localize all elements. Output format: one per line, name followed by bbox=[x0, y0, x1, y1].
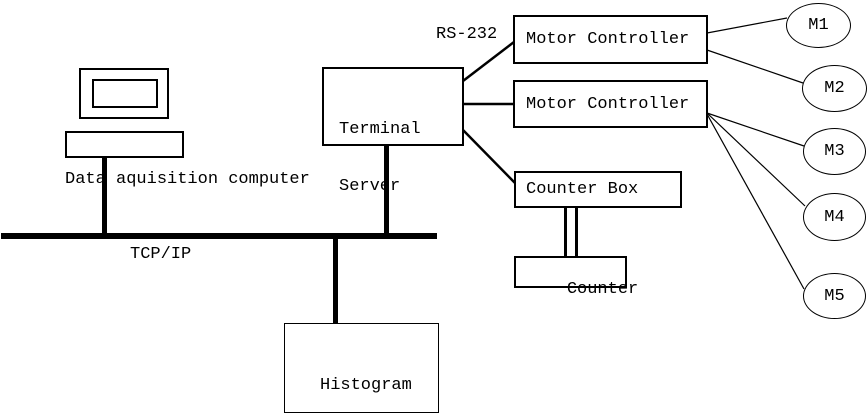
counter-box-label: Counter Box bbox=[526, 180, 639, 199]
mc1-to-m2-line bbox=[706, 49, 804, 84]
motor-m4-node: M4 bbox=[803, 193, 866, 241]
rs232-label: RS-232 bbox=[436, 25, 498, 44]
computer-monitor-icon bbox=[79, 68, 169, 119]
mc2-to-m3-line bbox=[706, 112, 805, 147]
motor-controller-top-node: Motor Controller bbox=[513, 15, 708, 64]
counter-box-node: Counter Box bbox=[514, 171, 682, 208]
motor-controller-bottom-label: Motor Controller bbox=[526, 94, 690, 114]
histogram-memory-label-line1: Histogram bbox=[320, 376, 412, 395]
motor-m1-node: M1 bbox=[786, 3, 851, 48]
counter-label: Counter bbox=[566, 280, 639, 299]
mc1-to-m1-line bbox=[706, 17, 788, 34]
terminal-server-label-line1: Terminal bbox=[339, 120, 421, 139]
ts-to-motor-controller-1-line bbox=[462, 41, 515, 82]
ts-to-counter-box-line bbox=[462, 129, 516, 184]
terminal-server-node: Terminal Server bbox=[322, 67, 464, 196]
motor-m4-label: M4 bbox=[824, 207, 845, 227]
motor-m1-label: M1 bbox=[808, 16, 829, 35]
motor-m5-node: M5 bbox=[803, 273, 866, 319]
computer-screen-icon bbox=[92, 79, 158, 108]
histogram-memory-node: Histogram Memory bbox=[284, 323, 439, 413]
counter-node: Counter bbox=[514, 256, 638, 299]
mc2-to-m4-line bbox=[706, 112, 806, 207]
motor-m2-node: M2 bbox=[802, 65, 867, 112]
computer-keyboard-icon bbox=[65, 131, 184, 158]
motor-m5-label: M5 bbox=[824, 286, 845, 306]
motor-m3-label: M3 bbox=[824, 142, 845, 161]
motor-m2-label: M2 bbox=[824, 79, 845, 98]
data-acquisition-computer-label: Data aquisition computer bbox=[65, 170, 310, 189]
terminal-server-label-line2: Server bbox=[339, 177, 401, 196]
mc2-to-m5-line bbox=[706, 113, 805, 290]
tcpip-bus-label: TCP/IP bbox=[130, 245, 192, 264]
motor-m3-node: M3 bbox=[803, 128, 866, 175]
motor-controller-bottom-node: Motor Controller bbox=[513, 80, 708, 128]
motor-controller-top-label: Motor Controller bbox=[526, 30, 690, 49]
